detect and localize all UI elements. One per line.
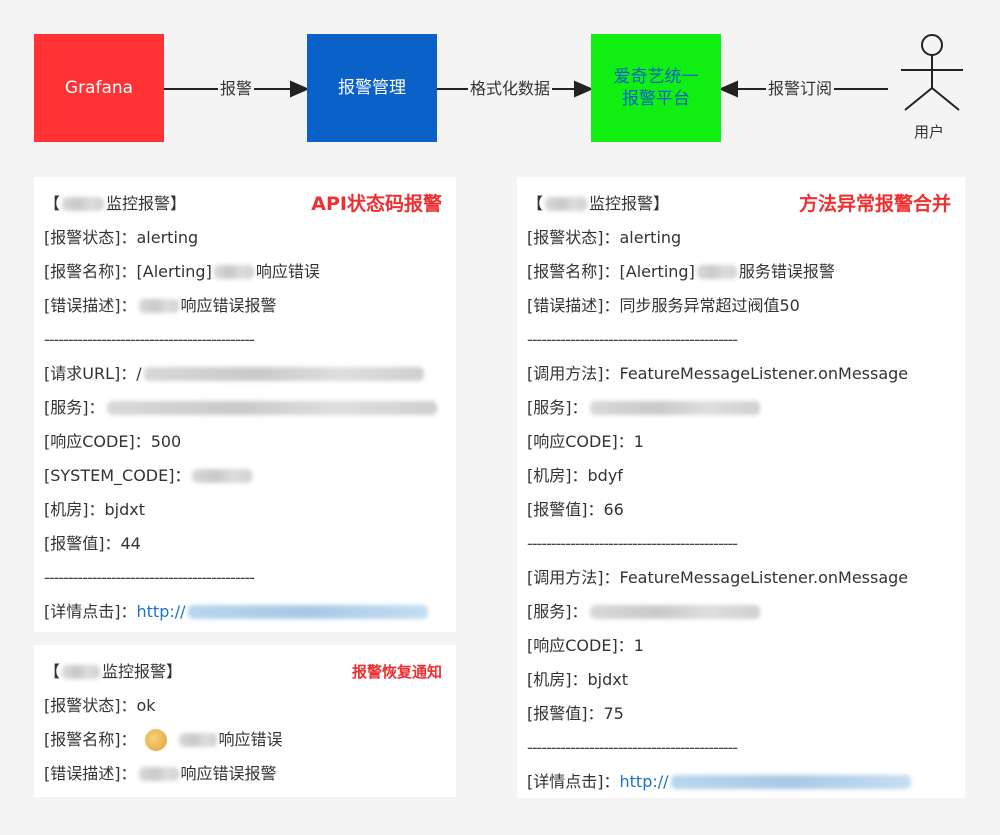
room-row: [机房]：bjdxt [527, 670, 628, 689]
node-alert-management-label: 报警管理 [338, 78, 406, 98]
card-title: 【监控报警】 [44, 194, 187, 213]
method-exception-merge-card: 方法异常报警合并 【监控报警】 [报警状态]：alerting [报警名称]：[… [517, 177, 965, 798]
system-code-row: [SYSTEM_CODE]： [44, 459, 446, 493]
error-desc-row: [错误描述]：响应错误报警 [44, 296, 277, 315]
alert-status-row: [报警状态]：alerting [44, 228, 199, 247]
request-url-row: [请求URL]：/ [44, 357, 446, 391]
alert-value-row: [报警值]：44 [44, 534, 141, 553]
separator: ----------------------------------------… [44, 330, 255, 349]
edge-label-alert: 报警 [218, 79, 255, 99]
detail-link-row[interactable]: [详情点击]：http:// [527, 765, 955, 798]
arrow-head-1 [290, 80, 310, 98]
alert-value-row: [报警值]：66 [527, 500, 624, 519]
node-grafana-label: Grafana [64, 78, 134, 98]
service-row: [服务]： [527, 391, 955, 425]
card-title: 【监控报警】 [44, 662, 183, 681]
node-alert-platform-label: 爱奇艺统一 报警平台 [613, 67, 699, 109]
detail-link[interactable]: http:// [136, 602, 186, 621]
method-row: [调用方法]：FeatureMessageListener.onMessage [527, 568, 909, 587]
alert-recovery-card: 报警恢复通知 【监控报警】 [报警状态]：ok [报警名称]：响应错误 [错误描… [34, 645, 456, 797]
service-row: [服务]： [44, 391, 446, 425]
card-title: 【监控报警】 [527, 194, 670, 213]
error-desc-row: [错误描述]：响应错误报警 [44, 764, 277, 783]
card-tag: 报警恢复通知 [351, 663, 442, 681]
edge-label-format: 格式化数据 [468, 79, 553, 99]
node-alert-platform: 爱奇艺统一 报警平台 [591, 34, 721, 142]
user-label: 用户 [914, 123, 945, 141]
separator: ----------------------------------------… [527, 534, 738, 553]
alert-name-row: [报警名称]：[Alerting] 响应错误 [44, 262, 320, 281]
card-tag: 方法异常报警合并 [798, 193, 951, 215]
detail-link-row[interactable]: [详情点击]：http:// [44, 595, 446, 629]
detail-link[interactable]: http:// [619, 772, 669, 791]
api-status-alert-card: API状态码报警 【监控报警】 [报警状态]：alerting [报警名称]：[… [34, 177, 456, 632]
flow-connectors [164, 34, 963, 111]
node-grafana: Grafana [34, 34, 164, 142]
alert-name-row: [报警名称]：[Alerting] 服务错误报警 [527, 262, 835, 281]
error-desc-row: [错误描述]：同步服务异常超过阀值50 [527, 296, 800, 315]
room-row: [机房]：bjdxt [44, 500, 145, 519]
node-alert-management: 报警管理 [307, 34, 437, 142]
alert-value-row: [报警值]：75 [527, 704, 624, 723]
arrow-head-2 [574, 80, 594, 98]
separator: ----------------------------------------… [44, 568, 255, 587]
room-row: [机房]：bdyf [527, 466, 623, 485]
response-code-row: [响应CODE]：1 [527, 432, 644, 451]
response-code-row: [响应CODE]：500 [44, 432, 182, 451]
user-icon [901, 34, 963, 111]
method-row: [调用方法]：FeatureMessageListener.onMessage [527, 364, 909, 383]
ok-hand-icon [144, 729, 167, 751]
arrow-head-3 [718, 80, 738, 98]
edge-label-subscribe: 报警订阅 [766, 79, 835, 99]
separator: ----------------------------------------… [527, 330, 738, 349]
alert-status-row: [报警状态]：alerting [527, 228, 682, 247]
card-tag: API状态码报警 [311, 193, 442, 215]
response-code-row: [响应CODE]：1 [527, 636, 644, 655]
service-row: [服务]： [527, 595, 955, 629]
alert-name-row: [报警名称]：响应错误 [44, 729, 283, 751]
alert-status-row: [报警状态]：ok [44, 696, 156, 715]
separator: ----------------------------------------… [527, 738, 738, 757]
